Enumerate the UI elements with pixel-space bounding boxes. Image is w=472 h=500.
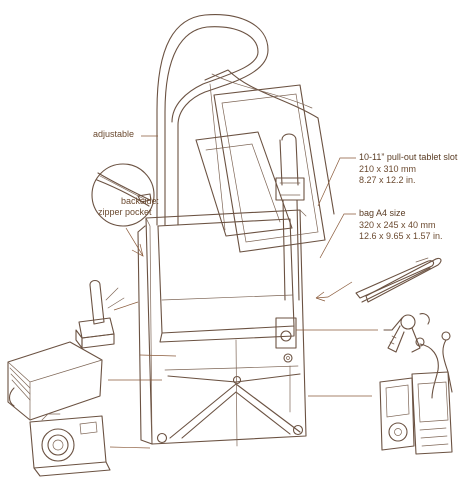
camera-illustration (29, 413, 111, 477)
zipper-pocket-inset (91, 163, 155, 227)
tablet-slot-mm: 210 x 310 mm (359, 164, 417, 174)
wallet-illustration (7, 341, 103, 421)
backside-label-line1: backside: (121, 196, 160, 206)
tablet-and-book-illustration (195, 69, 335, 253)
backside-label-line2: zipper pocket (98, 207, 152, 217)
tablet-slot-title: 10-11” pull-out tablet slot (359, 152, 458, 162)
electronics-illustration (379, 331, 453, 455)
pens-illustration (355, 257, 442, 303)
glue-stick-illustration (75, 279, 125, 349)
bag-size-mm: 320 x 245 x 40 mm (359, 220, 436, 230)
shoulder-strap-illustration (156, 14, 305, 301)
tablet-slot-in: 8.27 x 12.2 in. (359, 175, 416, 185)
bag-size-title: bag A4 size (359, 208, 406, 218)
adjustable-label: adjustable (93, 129, 135, 139)
bag-body-illustration (137, 209, 307, 447)
leader-lines (108, 135, 378, 449)
keys-illustration (383, 313, 430, 353)
bag-size-in: 12.6 x 9.65 x 1.57 in. (359, 231, 443, 241)
